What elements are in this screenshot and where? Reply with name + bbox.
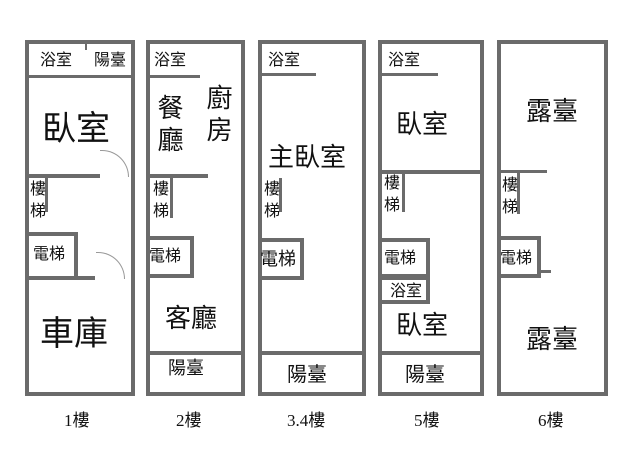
- room-elevator: 電梯: [33, 244, 66, 263]
- room-dining: 餐廳: [153, 94, 183, 158]
- room-balcony: 陽臺: [287, 362, 327, 386]
- room-bath-2: 浴室: [390, 281, 423, 300]
- room-living: 客廳: [165, 304, 218, 334]
- floor-label: 2樓: [176, 411, 202, 430]
- room-bath: 浴室: [154, 50, 187, 69]
- room-bedroom: 臥室: [42, 109, 110, 149]
- room-stairs: 樓梯: [499, 176, 518, 220]
- floor-label: 6樓: [538, 411, 564, 430]
- room-stairs: 樓梯: [27, 180, 46, 224]
- room-terrace: 露臺: [526, 97, 579, 127]
- room-bath: 浴室: [268, 50, 301, 69]
- room-elevator: 電梯: [260, 249, 296, 270]
- room-elevator: 電梯: [500, 248, 533, 267]
- room-balcony: 陽臺: [94, 50, 127, 69]
- room-balcony: 陽臺: [168, 358, 204, 379]
- floor-label: 5樓: [414, 411, 440, 430]
- room-stairs: 樓梯: [381, 174, 400, 218]
- room-bedroom-2: 臥室: [396, 311, 449, 341]
- floor-label: 1樓: [64, 411, 90, 430]
- room-balcony: 陽臺: [405, 362, 445, 386]
- room-stairs: 樓梯: [261, 180, 280, 224]
- room-bath: 浴室: [388, 50, 421, 69]
- room-stairs: 樓梯: [150, 180, 169, 224]
- floor-label: 3.4樓: [287, 411, 326, 430]
- room-elevator: 電梯: [384, 248, 417, 267]
- room-garage: 車庫: [40, 314, 108, 354]
- room-elevator: 電梯: [149, 246, 182, 265]
- room-kitchen: 廚房: [202, 84, 232, 148]
- room-master-bedroom: 主臥室: [268, 143, 347, 173]
- room-terrace-2: 露臺: [526, 325, 579, 355]
- room-bath: 浴室: [40, 50, 73, 69]
- room-bedroom: 臥室: [396, 110, 449, 140]
